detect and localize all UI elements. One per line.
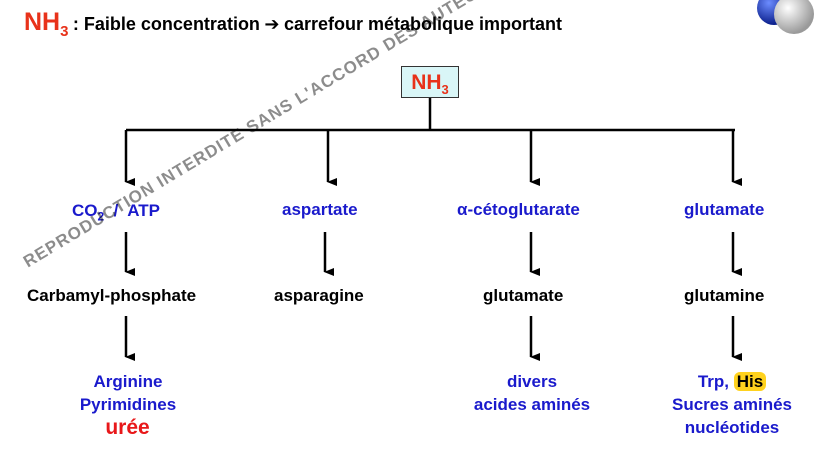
title-text-after: carrefour métabolique important [283,14,562,34]
alpha-cetoglutarate-label: α-cétoglutarate [457,200,580,219]
title-nh3: NH3 [24,8,69,40]
his-highlight: His [733,372,767,391]
arrow-right-icon: ➔ [264,14,280,34]
aspartate-label: aspartate [282,200,358,219]
slide-title: NH3 : Faible concentration ➔ carrefour m… [24,8,562,40]
glutamate-label-1: glutamate [684,200,765,219]
uree-label: urée [105,416,150,439]
glutamine-label: glutamine [684,286,765,305]
co2-atp-label: CO2 / ATP [72,201,160,224]
asparagine-label: asparagine [274,286,364,305]
glutamate-label-2: glutamate [483,286,564,305]
molecule-icon [757,0,814,34]
carbamyl-phosphate-label: Carbamyl-phosphate [27,286,197,305]
arginine-pyrimidines-label: Arginine Pyrimidines urée [40,370,216,439]
title-text-before: : Faible concentration [72,14,260,34]
divers-acides-amines-label: divers acides aminés [473,372,591,414]
root-nh3-box: NH3 [401,66,459,98]
trp-his-sucres-label: Trp, His Sucres aminés nucléotides [671,372,792,437]
